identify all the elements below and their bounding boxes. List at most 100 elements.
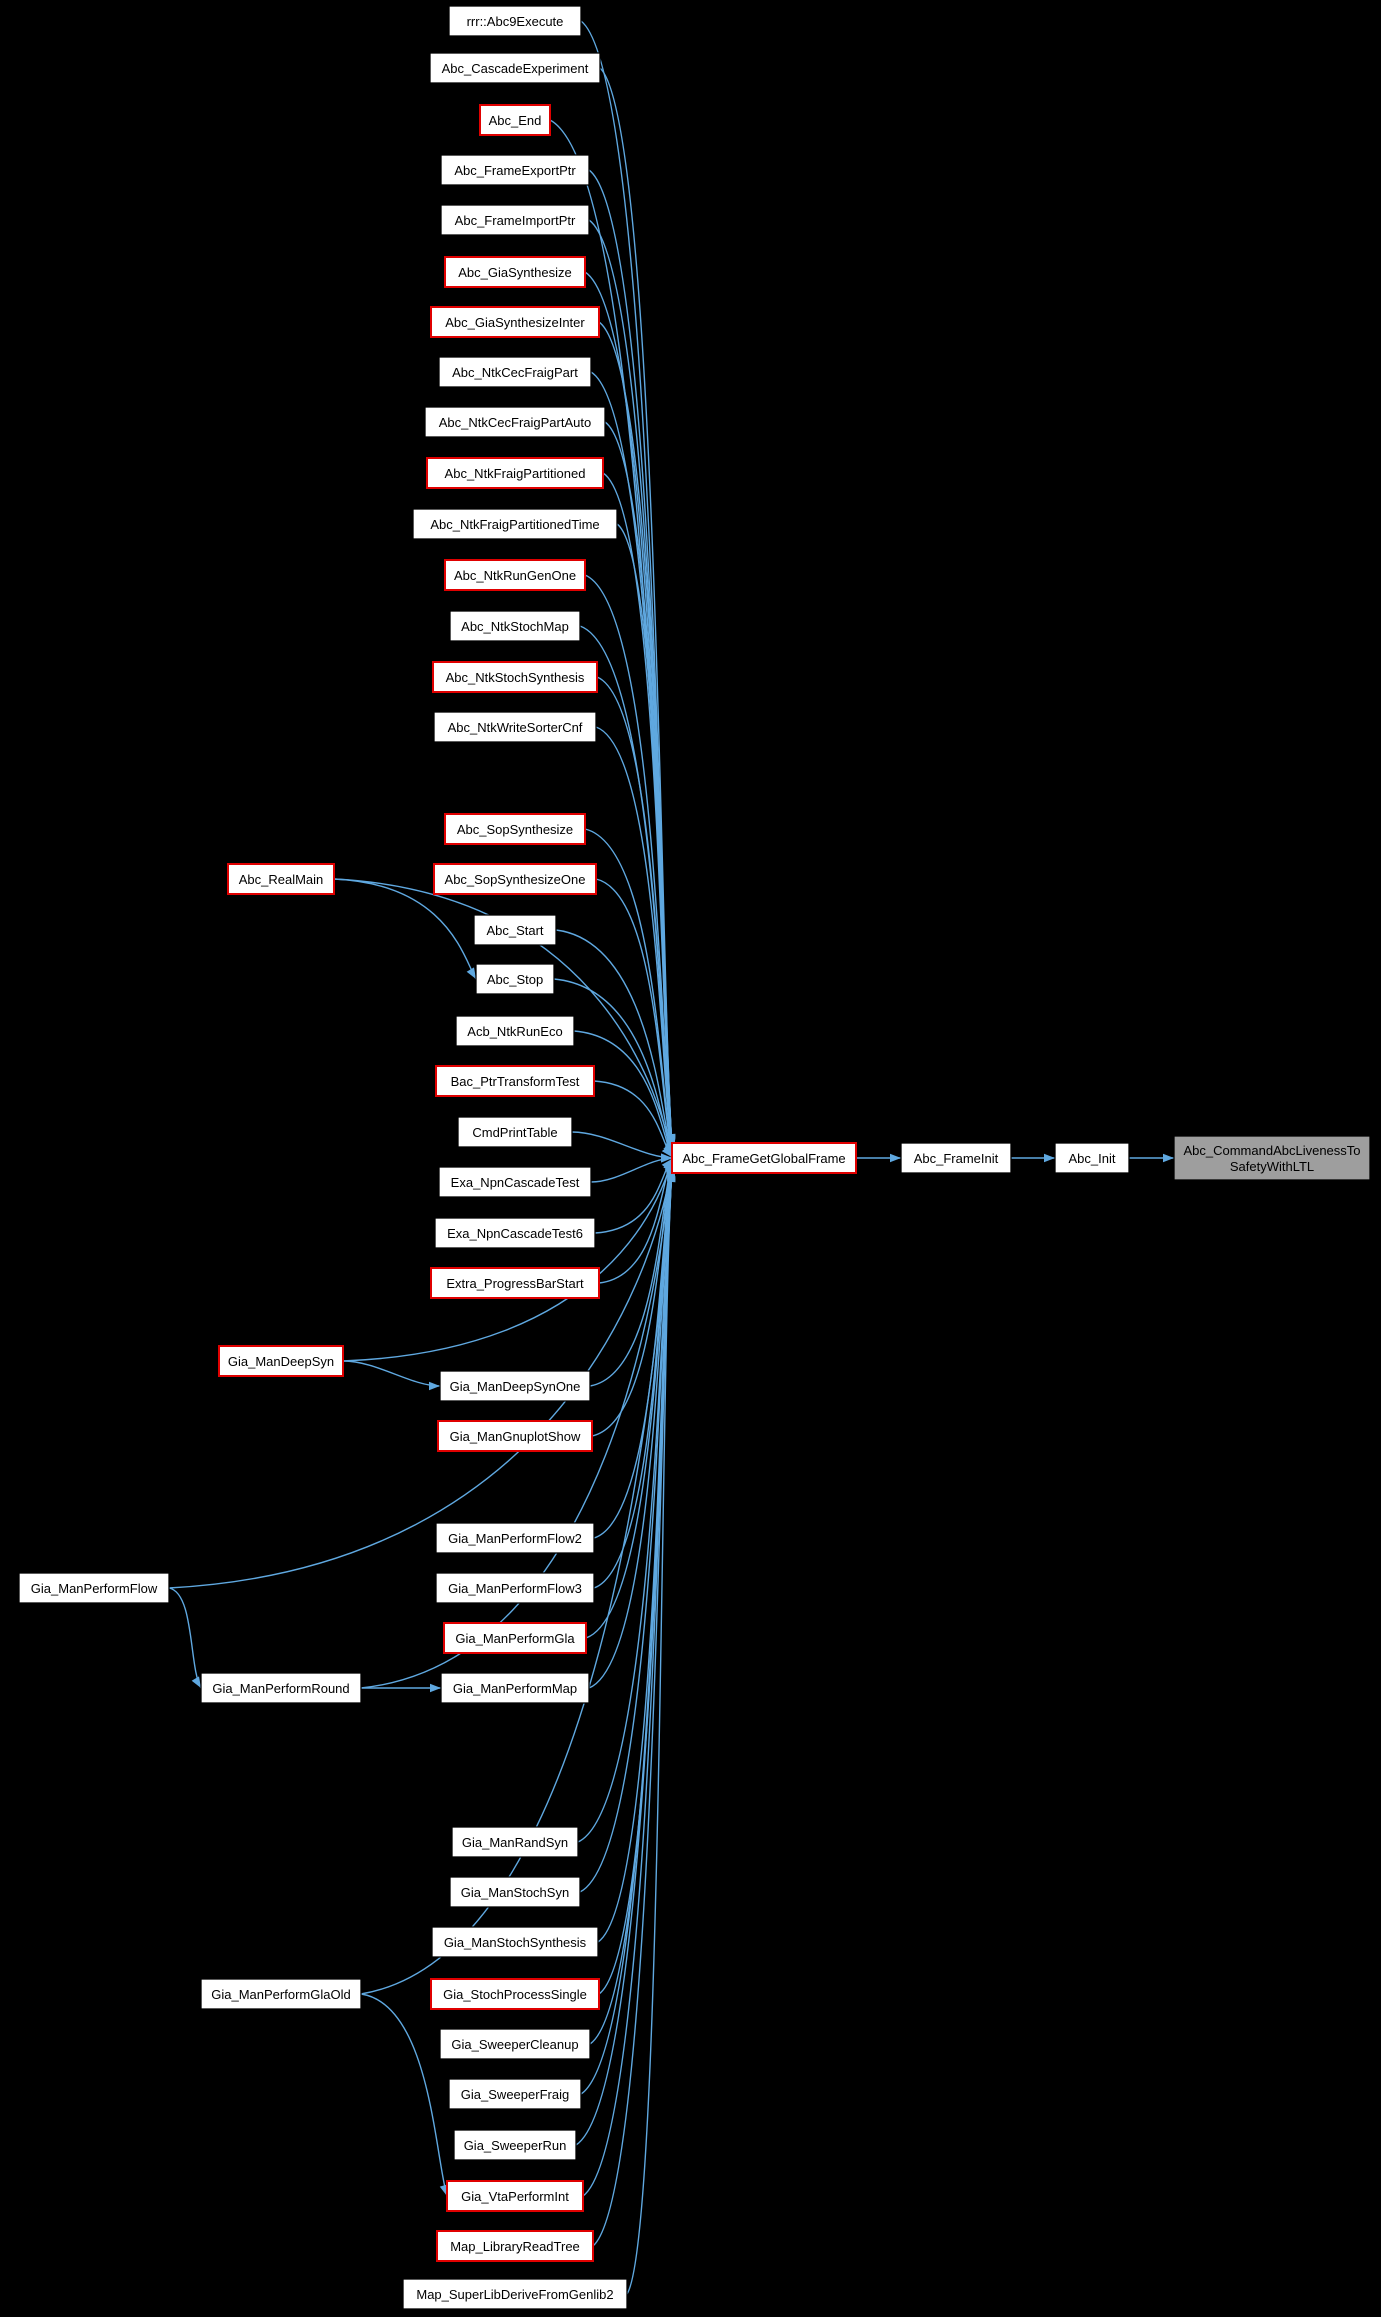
node-box [430, 1978, 600, 2010]
node-ntkfraigpartitioned[interactable]: Abc_NtkFraigPartitioned [426, 457, 604, 489]
node-box [448, 5, 582, 37]
node-giavtaperformint[interactable]: Gia_VtaPerformInt [446, 2180, 584, 2212]
node-label: Gia_ManPerformRound [212, 1681, 349, 1696]
node-box [455, 1015, 575, 1047]
node-label: Abc_FrameGetGlobalFrame [682, 1151, 845, 1166]
node-label: Abc_NtkCecFraigPartAuto [439, 415, 591, 430]
node-label: Abc_FrameImportPtr [455, 213, 576, 228]
node-cmdprinttable[interactable]: CmdPrintTable [457, 1116, 573, 1148]
node-giasynthesize[interactable]: Abc_GiaSynthesize [444, 256, 586, 288]
node-label: Gia_StochProcessSingle [443, 1987, 587, 2002]
node-giamandeepsynone[interactable]: Gia_ManDeepSynOne [439, 1370, 591, 1402]
node-box [430, 1267, 600, 1299]
node-end[interactable]: Abc_End [479, 104, 551, 136]
call-edge-giamanperformflow-giamanperformround [168, 1587, 202, 1689]
arrowhead-icon [661, 1153, 672, 1163]
node-box [227, 863, 335, 895]
node-label: Abc_FrameExportPtr [454, 163, 576, 178]
node-label: Abc_NtkFraigPartitioned [445, 466, 586, 481]
call-edge-stop-frame [553, 978, 673, 1157]
node-frameexportptr[interactable]: Abc_FrameExportPtr [440, 154, 590, 186]
node-label: Gia_ManGnuplotShow [450, 1429, 581, 1444]
node-box [200, 1672, 362, 1704]
node-abc9execute[interactable]: rrr::Abc9Execute [448, 5, 582, 37]
node-label: Abc_SopSynthesize [457, 822, 573, 837]
node-ntkwritesortercnf[interactable]: Abc_NtkWriteSorterCnf [433, 711, 597, 743]
node-ntkcecfraigpart[interactable]: Abc_NtkCecFraigPart [438, 356, 592, 388]
node-label: Gia_ManStochSynthesis [444, 1935, 587, 1950]
node-frameinit[interactable]: Abc_FrameInit [900, 1142, 1012, 1174]
node-box [449, 610, 581, 642]
node-sopsynthesizeone[interactable]: Abc_SopSynthesizeOne [433, 863, 597, 895]
node-box [475, 963, 555, 995]
node-giamanperformmap[interactable]: Gia_ManPerformMap [440, 1672, 590, 1704]
node-giamanperformround[interactable]: Gia_ManPerformRound [200, 1672, 362, 1704]
node-giamanperformflow[interactable]: Gia_ManPerformFlow [18, 1572, 170, 1604]
node-frameimportptr[interactable]: Abc_FrameImportPtr [440, 204, 590, 236]
node-ntkfraigpartitionedtime[interactable]: Abc_NtkFraigPartitionedTime [412, 508, 618, 540]
node-label: Map_SuperLibDeriveFromGenlib2 [416, 2287, 613, 2302]
node-init[interactable]: Abc_Init [1054, 1142, 1130, 1174]
node-box [438, 1166, 592, 1198]
node-box [18, 1572, 170, 1604]
node-giamanperformflow2[interactable]: Gia_ManPerformFlow2 [435, 1522, 595, 1554]
node-box [451, 1826, 579, 1858]
call-edge-ntkwritesortercnf-frame [595, 726, 673, 1154]
call-edge-mapsuperlibderive-frame [626, 1170, 673, 2295]
node-box [448, 2078, 582, 2110]
node-giamanstochsyn[interactable]: Gia_ManStochSyn [449, 1876, 581, 1908]
node-exanpncascadetest[interactable]: Exa_NpnCascadeTest [438, 1166, 592, 1198]
node-giamanperformflow3[interactable]: Gia_ManPerformFlow3 [435, 1572, 595, 1604]
arrowhead-icon [1163, 1153, 1174, 1163]
node-giasweeperfraig[interactable]: Gia_SweeperFraig [448, 2078, 582, 2110]
node-box [433, 863, 597, 895]
call-edge-maplibraryreadtree-frame [592, 1170, 673, 2247]
node-box [435, 1522, 595, 1554]
node-label: Abc_NtkRunGenOne [454, 568, 576, 583]
node-giamanperformglaold[interactable]: Gia_ManPerformGlaOld [200, 1978, 362, 2010]
node-extraprogressbarstart[interactable]: Extra_ProgressBarStart [430, 1267, 600, 1299]
node-box [436, 2230, 594, 2262]
node-ntkrungenone[interactable]: Abc_NtkRunGenOne [444, 559, 586, 591]
node-giamanrandsyn[interactable]: Gia_ManRandSyn [451, 1826, 579, 1858]
node-bacptrtransformtest[interactable]: Bac_PtrTransformTest [435, 1065, 595, 1097]
node-box [433, 711, 597, 743]
node-label: Gia_SweeperFraig [461, 2087, 569, 2102]
node-stop[interactable]: Abc_Stop [475, 963, 555, 995]
node-label: Abc_CommandAbcLivenessTo [1183, 1143, 1360, 1158]
node-ntkcecfraigpartauto[interactable]: Abc_NtkCecFraigPartAuto [424, 406, 606, 438]
node-giamanstochsynthesis[interactable]: Gia_ManStochSynthesis [431, 1926, 599, 1958]
node-box [453, 2129, 577, 2161]
node-giasweepercleanup[interactable]: Gia_SweeperCleanup [439, 2028, 591, 2060]
node-box [412, 508, 618, 540]
node-ntkstochmap[interactable]: Abc_NtkStochMap [449, 610, 581, 642]
node-label: Gia_SweeperCleanup [451, 2037, 578, 2052]
node-cascadeexperiment[interactable]: Abc_CascadeExperiment [429, 52, 601, 84]
node-box [439, 2028, 591, 2060]
call-edge-cmdprinttable-frame [571, 1131, 673, 1159]
node-box [439, 1370, 591, 1402]
node-acbntkruneco[interactable]: Acb_NtkRunEco [455, 1015, 575, 1047]
node-maplibraryreadtree[interactable]: Map_LibraryReadTree [436, 2230, 594, 2262]
node-label: Gia_VtaPerformInt [461, 2189, 569, 2204]
node-giasweeperrun[interactable]: Gia_SweeperRun [453, 2129, 577, 2161]
node-frame[interactable]: Abc_FrameGetGlobalFrame [671, 1142, 857, 1174]
node-giasynthesizeinter[interactable]: Abc_GiaSynthesizeInter [430, 306, 600, 338]
node-box [437, 1420, 593, 1452]
node-label: Gia_ManPerformFlow2 [448, 1531, 582, 1546]
node-start[interactable]: Abc_Start [473, 914, 557, 946]
node-giastochprocesssingle[interactable]: Gia_StochProcessSingle [430, 1978, 600, 2010]
node-realmain[interactable]: Abc_RealMain [227, 863, 335, 895]
node-giamanperformgla[interactable]: Gia_ManPerformGla [443, 1622, 587, 1654]
node-giamangnuplotshow[interactable]: Gia_ManGnuplotShow [437, 1420, 593, 1452]
node-sopsynthesize[interactable]: Abc_SopSynthesize [444, 813, 586, 845]
arrowhead-icon [430, 1683, 441, 1693]
node-exanpncascadetest6[interactable]: Exa_NpnCascadeTest6 [434, 1217, 596, 1249]
node-box [402, 2278, 628, 2310]
node-mapsuperlibderive[interactable]: Map_SuperLibDeriveFromGenlib2 [402, 2278, 628, 2310]
node-ntkstochsynthesis[interactable]: Abc_NtkStochSynthesis [432, 661, 598, 693]
call-edge-giasynthesize-frame [584, 271, 673, 1148]
call-edge-ntkfraigpartitionedtime-frame [616, 523, 673, 1151]
node-giamandeepsyn[interactable]: Gia_ManDeepSyn [218, 1345, 344, 1377]
